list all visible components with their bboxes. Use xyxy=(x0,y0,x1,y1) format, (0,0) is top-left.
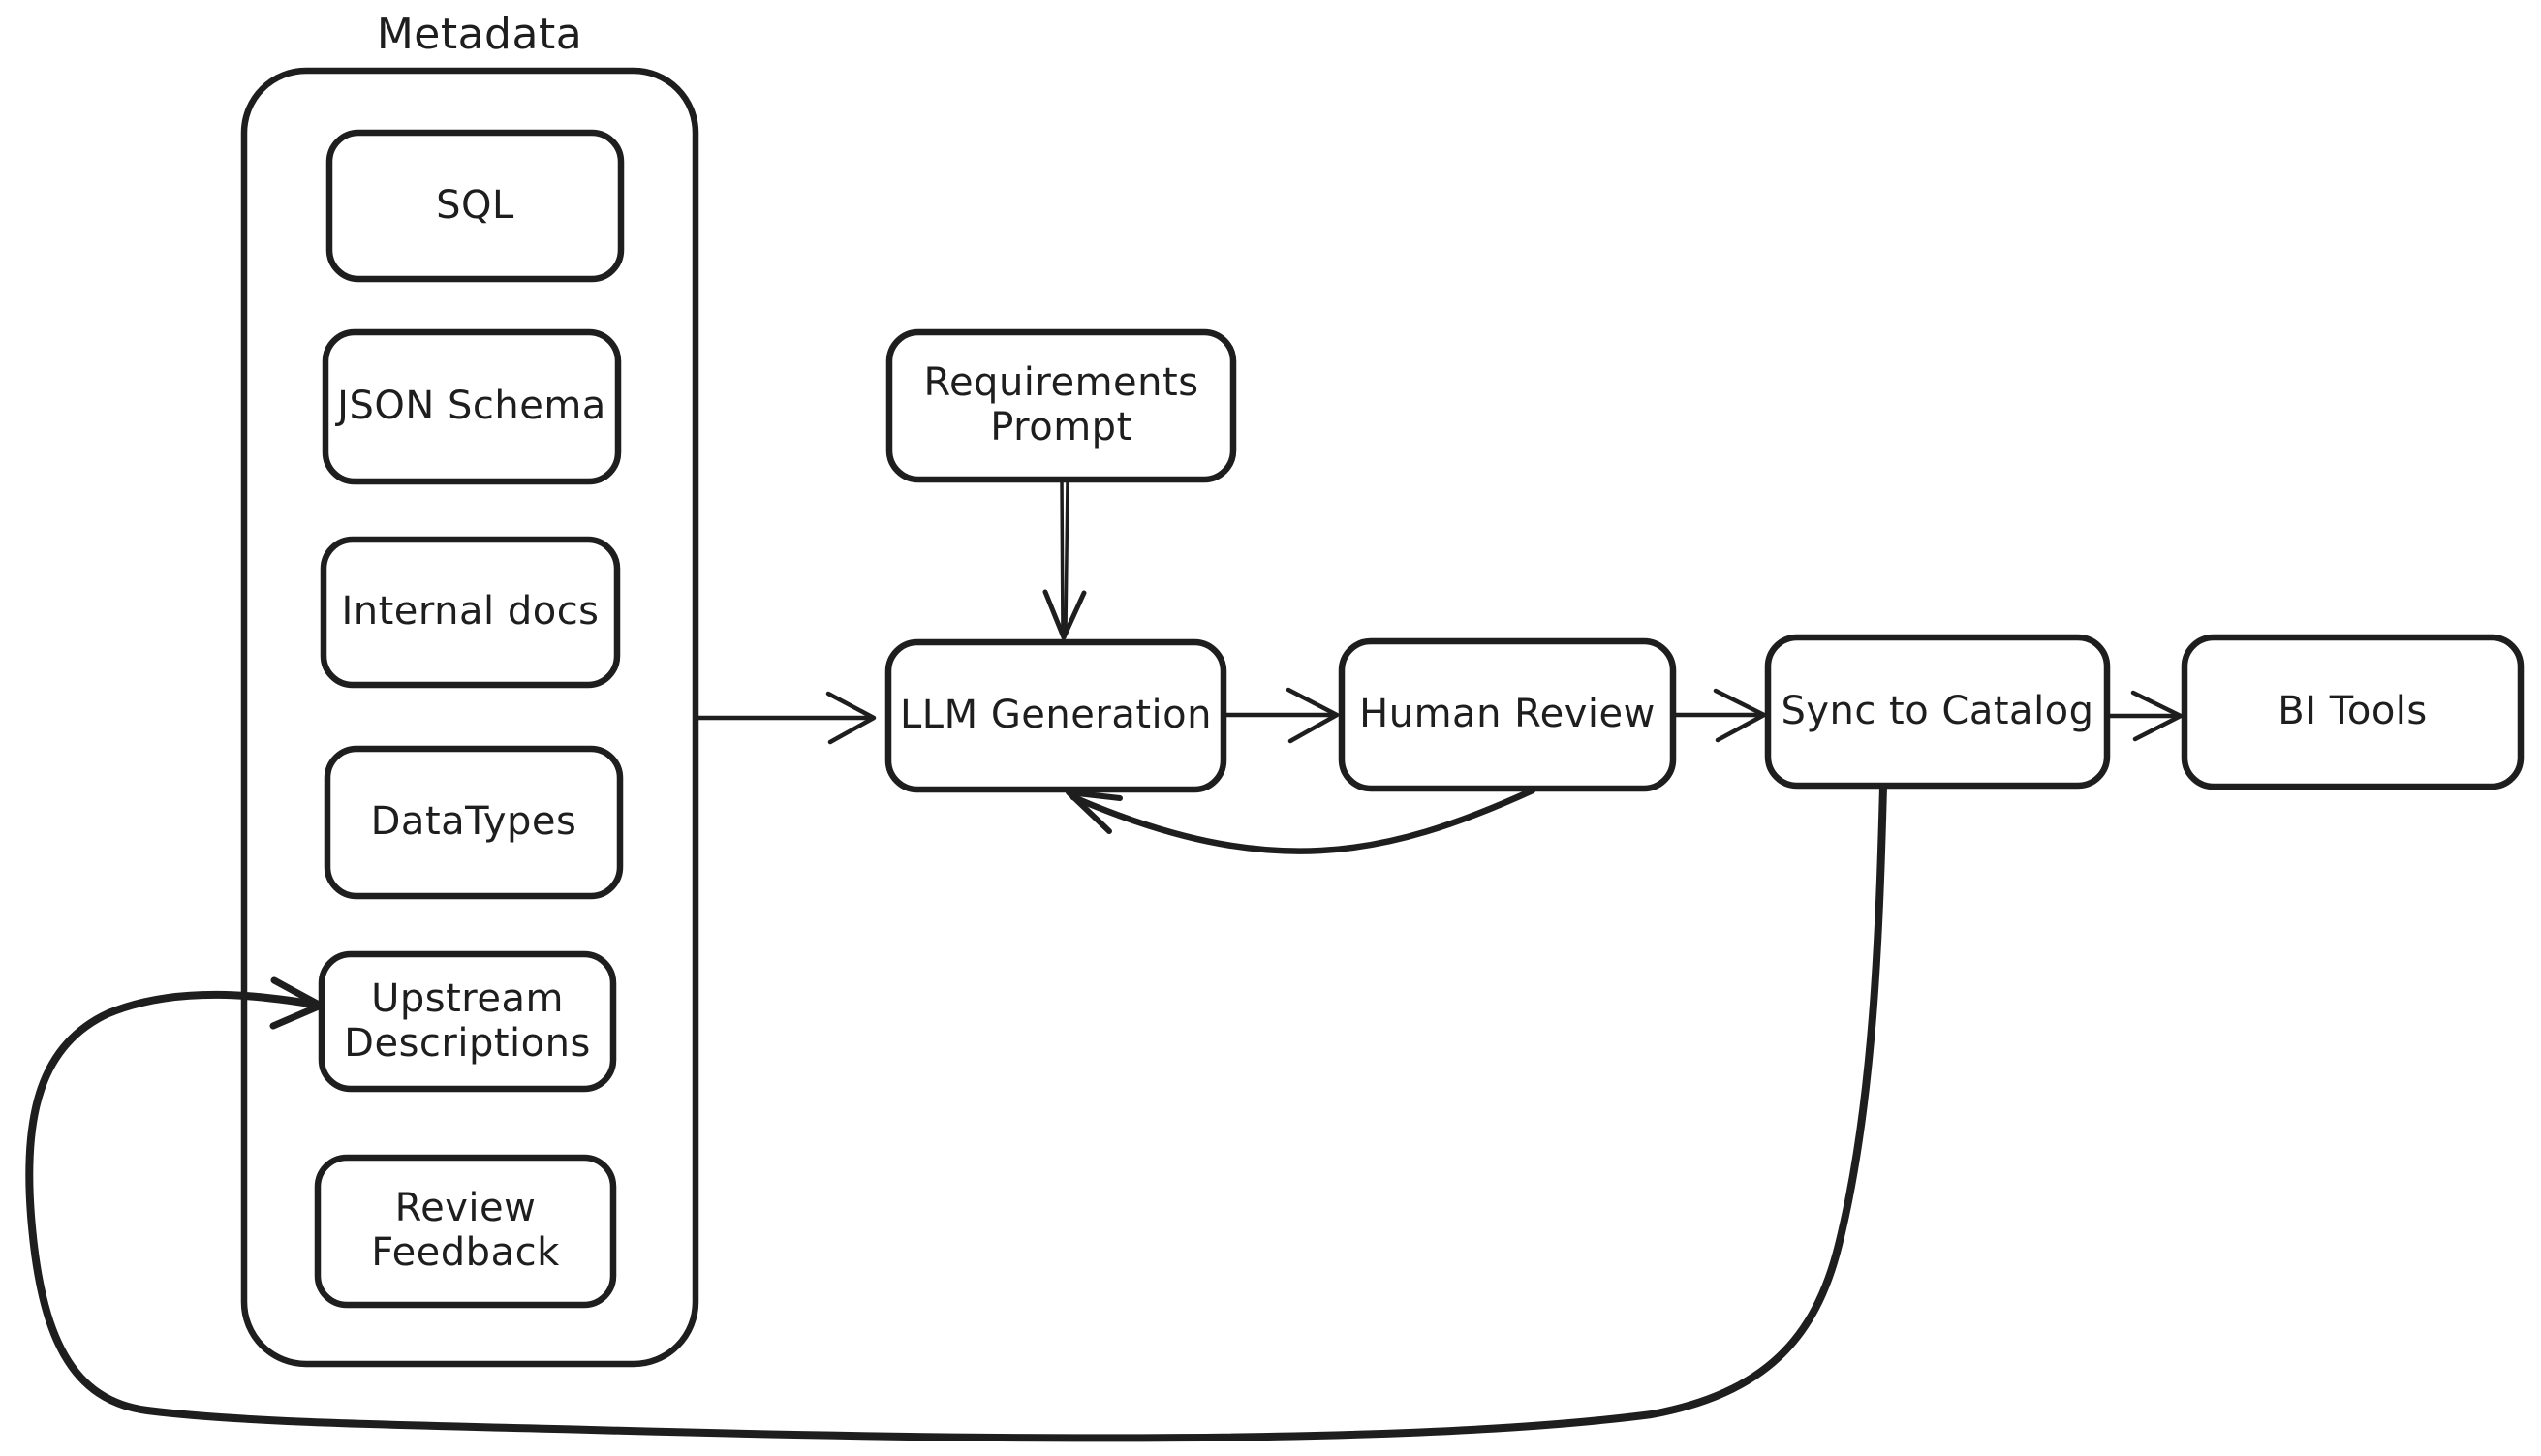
node-human-review xyxy=(1338,637,1677,792)
node-datatypes xyxy=(324,745,624,900)
edge-sync-loop-to-upstream-arrow xyxy=(25,783,1887,1442)
edge-metadata-to-llm-arrow xyxy=(693,691,877,745)
node-json-schema xyxy=(322,328,622,485)
node-internal-docs xyxy=(320,536,621,689)
edge-llm-to-human-review-arrow xyxy=(1221,687,1340,744)
node-sync-to-catalog xyxy=(1764,634,2111,790)
edge-requirements-to-llm-arrow xyxy=(1042,478,1087,640)
node-review-feedback xyxy=(314,1154,617,1309)
node-upstream-descriptions xyxy=(318,950,617,1093)
edge-human-review-to-sync-arrow xyxy=(1670,688,1767,743)
node-requirements-prompt xyxy=(885,328,1237,483)
node-llm-generation xyxy=(884,638,1227,793)
edge-sync-to-bi-tools-arrow xyxy=(2104,690,2184,742)
node-sql xyxy=(325,129,625,283)
edge-human-review-feedback-to-llm-arrow xyxy=(1066,787,1536,854)
node-bi-tools xyxy=(2181,634,2525,790)
